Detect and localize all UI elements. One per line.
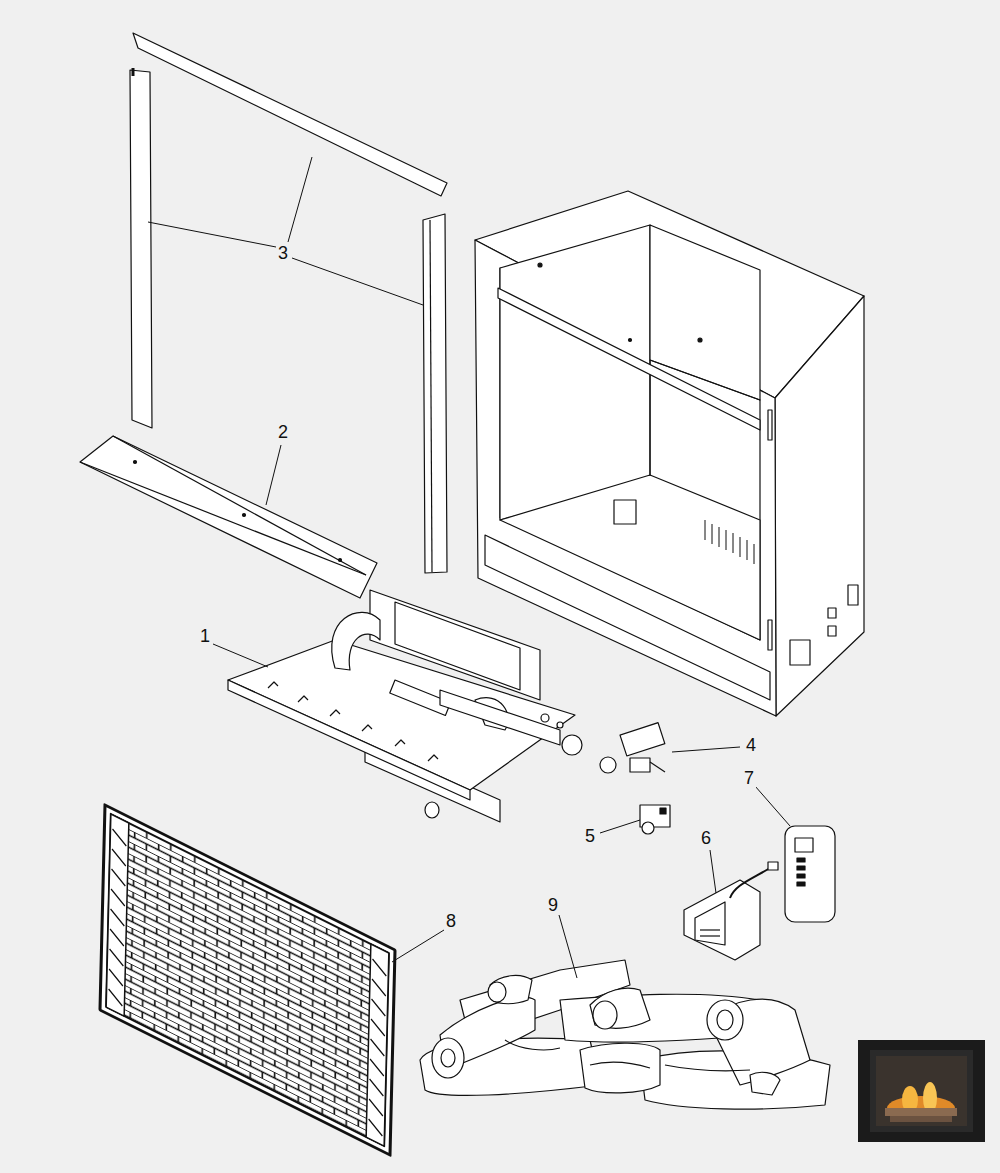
remote-control [785, 826, 835, 922]
log-set [420, 960, 830, 1109]
leader-lines [148, 157, 790, 978]
remote-receiver [684, 862, 778, 960]
firebox-housing [475, 191, 864, 716]
callout-number: 6 [699, 828, 713, 848]
bottom-trim [80, 436, 377, 598]
fireplace-screen [100, 805, 395, 1155]
callout-number: 3 [276, 243, 290, 263]
gas-valve [600, 723, 665, 773]
callout-number: 7 [742, 768, 756, 788]
igniter [640, 805, 670, 834]
callout-number: 5 [583, 826, 597, 846]
callout-number: 2 [276, 422, 290, 442]
callout-number: 8 [444, 911, 458, 931]
burner-assembly [228, 590, 582, 822]
callout-number: 1 [198, 626, 212, 646]
callout-number: 9 [546, 895, 560, 915]
product-thumbnail [858, 1040, 985, 1142]
callout-number: 4 [744, 735, 758, 755]
